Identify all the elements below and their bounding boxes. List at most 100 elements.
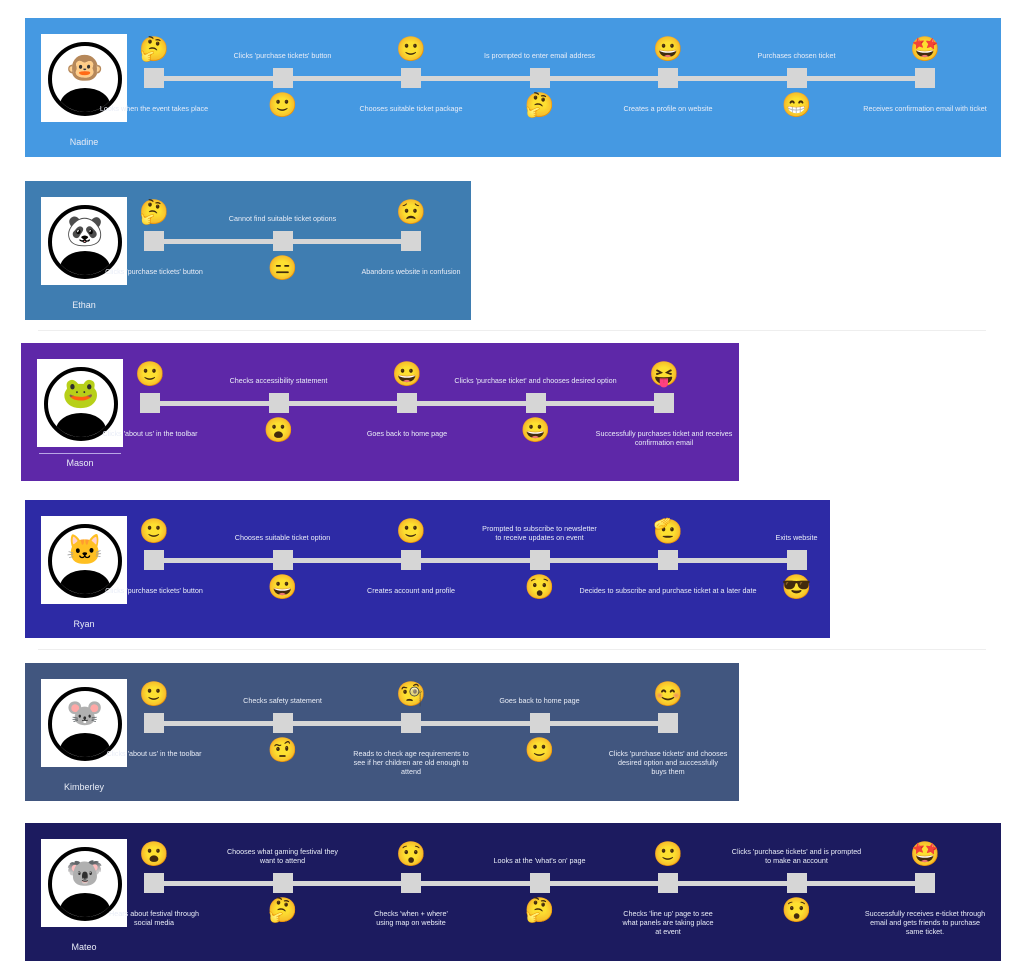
timeline-step-node[interactable] [272,68,293,88]
avatar: 🐼 [41,197,127,285]
timeline-step-node[interactable] [397,393,417,413]
step-label: Checks safety statement [243,696,322,705]
avatar: 🐱 [41,516,127,604]
avatar-frame: 🐼 [48,205,122,279]
timeline-step-node[interactable] [525,393,546,413]
timeline-step-node[interactable] [272,873,293,893]
step-label: Successfully purchases ticket and receiv… [595,429,733,447]
timeline-step-node[interactable] [529,873,550,893]
timeline-step-node[interactable] [786,550,807,570]
persona-name: Nadine [69,137,99,147]
step-label: Clicks 'purchase tickets' button [105,267,203,276]
step-label: Cannot find suitable ticket options [228,214,337,223]
step-label: Chooses suitable ticket option [234,533,331,542]
step-label: Checks accessibility statement [229,376,328,385]
timeline-step-node[interactable] [401,873,421,893]
step-label: Clicks 'purchase ticket' and chooses des… [454,376,617,385]
avatar-frame: 🐱 [48,524,122,598]
step-label: Exits website [775,533,818,542]
timeline-step-node[interactable] [658,550,678,570]
avatar-body-silhouette [56,413,106,437]
timeline-step-node[interactable] [401,231,421,251]
slightly-smiling-face-icon: 🙂 [396,518,426,545]
slightly-smiling-face-icon: 🙂 [524,737,555,764]
star-struck-icon: 🤩 [910,841,940,868]
timeline-step-node[interactable] [529,713,550,733]
timeline-step-node[interactable] [268,393,289,413]
avatar-body-silhouette [60,733,110,757]
persona-name: Ethan [72,300,96,310]
grinning-face-icon: 😀 [520,417,551,444]
timeline-step-node[interactable] [529,68,550,88]
step-label: Purchases chosen ticket [757,51,836,60]
step-label: Clicks 'about us' in the toolbar [106,749,202,758]
hushed-face-icon: 😯 [781,897,812,924]
avatar: 🐵 [41,34,127,122]
step-label: Clicks 'purchase tickets' button [105,586,203,595]
avatar-frame: 🐸 [44,367,118,441]
slightly-smiling-face-icon: 🙂 [139,681,169,708]
timeline-step-node[interactable] [272,550,293,570]
face-with-open-mouth-icon: 😮 [263,417,294,444]
timeline-step-node[interactable] [915,873,935,893]
timeline-step-node[interactable] [144,68,164,88]
timeline-step-node[interactable] [529,550,550,570]
timeline-step-node[interactable] [654,393,674,413]
thinking-face-icon: 🤔 [524,92,555,119]
step-label: Clicks 'about us' in the toolbar [102,429,198,438]
avatar-frame: 🐨 [48,847,122,921]
squinting-face-with-tongue-icon: 😝 [649,361,679,388]
timeline-track [154,557,797,563]
avatar: 🐸 [37,359,123,447]
timeline-step-node[interactable] [144,231,164,251]
step-label: Checks 'when + where'using map on websit… [374,909,448,927]
step-label: Creates account and profile [367,586,455,595]
step-label: Clicks 'purchase tickets' button [233,51,332,60]
timeline-step-node[interactable] [786,873,807,893]
timeline-step-node[interactable] [401,713,421,733]
slightly-smiling-face-icon: 🙂 [135,361,165,388]
step-label: Is prompted to enter email address [483,51,596,60]
timeline-step-node[interactable] [658,873,678,893]
step-label: Goes back to home page [366,429,448,438]
journey-panel-ethan: 🐼Ethan🤔Clicks 'purchase tickets' button😑… [25,181,471,320]
mouse-with-fan-icon: 🐭 [66,697,104,730]
saluting-face-icon: 🫡 [653,518,683,545]
timeline-step-node[interactable] [272,713,293,733]
face-with-open-mouth-icon: 😮 [139,841,169,868]
journey-panel-ryan: 🐱 Ryan 🙂 Clicks 'purchase tickets' button 😀 C… [25,500,830,638]
slightly-smiling-face-icon: 🙂 [267,92,298,119]
step-label: Chooses suitable ticket package [359,104,463,113]
timeline-step-node[interactable] [144,873,164,893]
expressionless-face-icon: 😑 [267,255,298,282]
slightly-smiling-face-icon: 🙂 [139,518,169,545]
timeline-step-node[interactable] [272,231,293,251]
avatar-frame: 🐭 [48,687,122,761]
step-label: Clicks 'purchase tickets' and is prompte… [731,847,862,865]
timeline-step-node[interactable] [915,68,935,88]
timeline-step-node[interactable] [401,68,421,88]
grinning-face-icon: 😀 [267,574,298,601]
timeline-step-node[interactable] [140,393,160,413]
timeline-step-node[interactable] [658,68,678,88]
face-with-monocle-icon: 🧐 [396,681,426,708]
timeline-step-node[interactable] [786,68,807,88]
persona-name: Ryan [73,619,95,629]
timeline-step-node[interactable] [144,713,164,733]
step-label: Looks when the event takes place [99,104,209,113]
frog-with-crown-icon: 🐸 [62,377,100,410]
timeline-step-node[interactable] [658,713,678,733]
monkey-with-bow-icon: 🐵 [66,52,104,85]
avatar-body-silhouette [60,893,110,917]
timeline-step-node[interactable] [144,550,164,570]
timeline-step-node[interactable] [401,550,421,570]
face-with-raised-eyebrow-icon: 🤨 [267,737,298,764]
worried-face-icon: 😟 [396,199,426,226]
step-label: Goes back to home page [499,696,580,705]
